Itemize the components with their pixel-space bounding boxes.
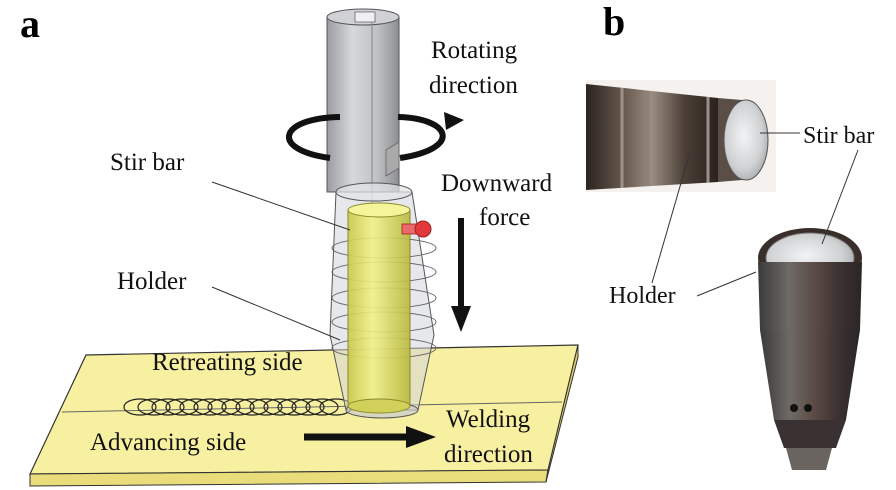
red-pin [401,220,432,238]
weld-bead [123,398,353,416]
joint-line [61,401,563,413]
leader-stir-bar-b-bottom [821,149,859,245]
label-stir-bar-a: Stir bar [110,149,185,176]
label-advancing-side: Advancing side [90,429,246,456]
workpiece-plate [29,344,579,487]
welding-direction-arrow [304,426,436,448]
label-stir-bar-b: Stir bar [803,123,874,149]
label-welding: Welding [446,406,531,433]
stir-bar-3d [347,202,411,414]
downward-force-arrow [451,218,471,332]
label-downward: Downward [441,170,553,197]
tool-shaft [326,8,400,210]
label-holder-a: Holder [117,268,187,295]
photo-tool-end [758,228,862,470]
photo-tool-side [586,80,776,192]
label-rotating: Rotating [431,37,518,64]
leader-holder-a [211,286,341,341]
label-holder-b: Holder [609,283,676,309]
leader-holder-b-top [651,151,691,284]
label-welding-direction: direction [444,441,533,468]
label-force: force [479,204,530,231]
label-rotating-direction: direction [429,72,518,99]
leader-stir-bar-a [211,181,351,231]
panel-label-b: b [603,0,625,44]
leader-holder-b-bottom [696,271,757,297]
label-retreating-side: Retreating side [152,349,303,376]
panel-label-a: a [20,1,40,46]
rotating-arrow [286,112,464,161]
